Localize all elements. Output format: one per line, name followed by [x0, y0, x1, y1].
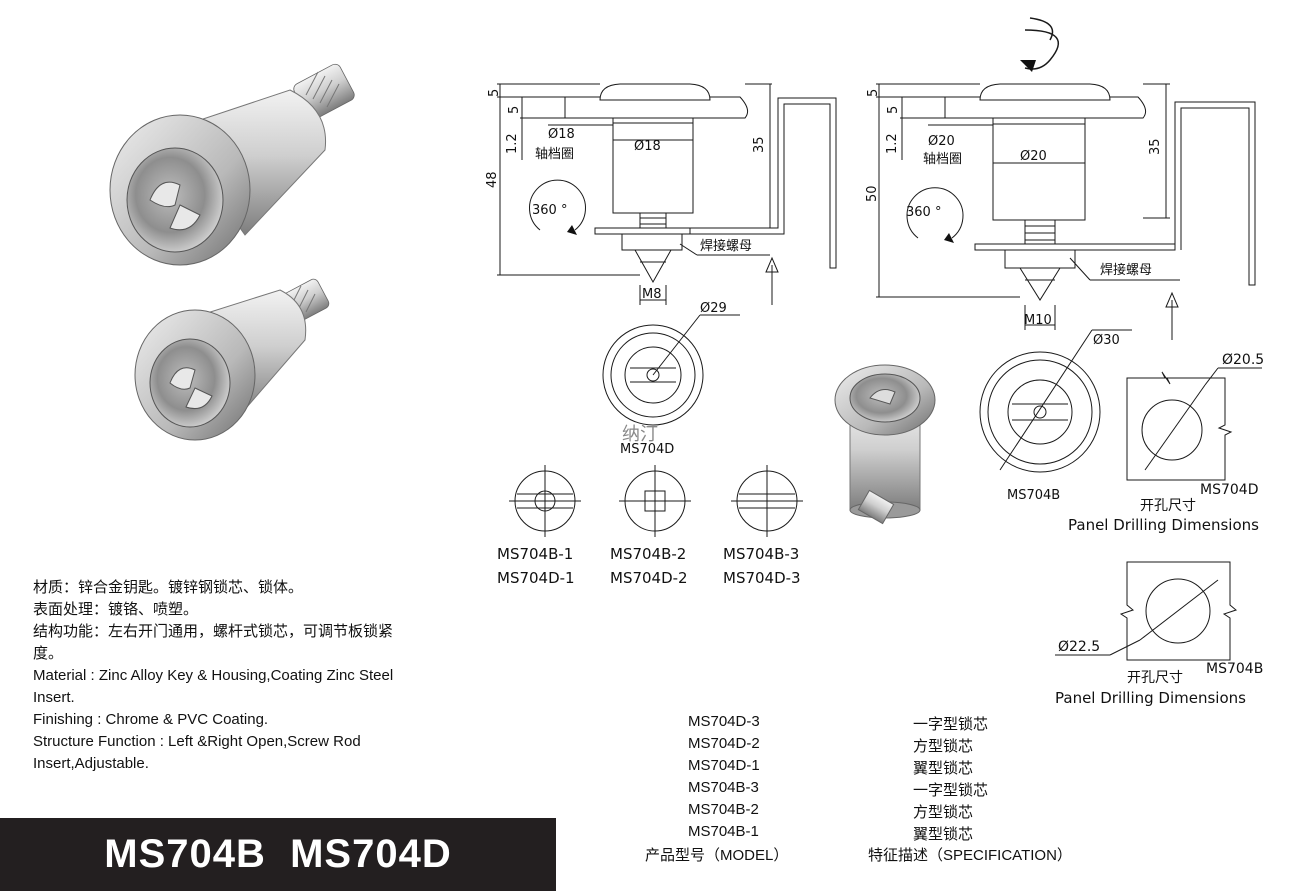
dim-35: 35 — [1148, 138, 1163, 155]
thread-stud — [857, 489, 895, 525]
panel-drilling-ms704d-drawing — [1126, 367, 1262, 481]
spec-model: MS704D-2 — [688, 735, 760, 752]
panel-drilling-ms704b-drawing — [1055, 561, 1238, 661]
dim-48: 48 — [485, 171, 500, 188]
dim-5: 5 — [507, 106, 522, 114]
face-model: MS704B — [1007, 488, 1060, 503]
weld-nut-label: 焊接螺母 — [700, 238, 752, 254]
product-photo-large — [109, 63, 355, 266]
rotation-arrow-icon — [529, 179, 586, 231]
dim-50: 50 — [865, 185, 880, 202]
spec-header-description: 特征描述（SPECIFICATION） — [868, 847, 1072, 864]
ring-label: 轴档圈 — [923, 152, 962, 167]
drawing-labels-left: 5 5 1.2 48 35 Ø18 轴档圈 Ø18 360 ° 焊接螺母 M8 … — [485, 89, 767, 457]
spec-model: MS704B-3 — [688, 779, 759, 796]
body-diameter: Ø18 — [634, 139, 661, 154]
core-variant-3-drawing — [731, 465, 803, 537]
dim-5-top: 5 — [487, 89, 502, 97]
rotation-label: 360 ° — [906, 205, 941, 220]
description-block: 材质：锌合金钥匙。镀锌钢锁芯、锁体。 表面处理：镀铬、喷塑。 结构功能：左右开门… — [33, 577, 393, 775]
description-en-line: Insert,Adjustable. — [33, 755, 149, 772]
drilling-1-label-cn: 开孔尺寸 — [1140, 498, 1196, 514]
key-face-view — [602, 314, 740, 426]
spec-description: 方型锁芯 — [913, 804, 974, 821]
drilling-2-label-en: Panel Drilling Dimensions — [1055, 689, 1246, 707]
core-1-bottom: MS704D-1 — [497, 569, 575, 587]
ring-diameter: Ø18 — [548, 127, 575, 142]
ring-label: 轴档圈 — [535, 147, 574, 162]
core-1-top: MS704B-1 — [497, 545, 573, 563]
title-bar — [0, 818, 556, 891]
core-3-bottom: MS704D-3 — [723, 569, 801, 587]
drilling-1-model: MS704D — [1200, 482, 1258, 498]
description-cn-line: 度。 — [33, 645, 64, 662]
technical-drawing-ms704b — [876, 17, 1262, 661]
thread-size: M8 — [642, 287, 662, 302]
product-title: MS704B MS704D — [104, 832, 452, 876]
face-model: MS704D — [620, 442, 674, 457]
drilling-1-label-en: Panel Drilling Dimensions — [1068, 516, 1259, 534]
body-diameter: Ø20 — [1020, 149, 1047, 164]
core-2-bottom: MS704D-2 — [610, 569, 688, 587]
drilling-1-diameter: Ø20.5 — [1222, 352, 1264, 368]
drawing-labels-right: 5 5 1.2 50 35 Ø20 轴档圈 Ø20 360 ° 焊接螺母 M10… — [865, 89, 1163, 503]
ring-diameter: Ø20 — [928, 134, 955, 149]
dim-1-2: 1.2 — [505, 133, 520, 154]
dim-5: 5 — [886, 106, 901, 114]
spec-description: 方型锁芯 — [913, 738, 974, 755]
description-en-line: Material : Zinc Alloy Key & Housing,Coat… — [33, 667, 394, 684]
spec-description: 翼型锁芯 — [913, 760, 974, 777]
face-diameter: Ø30 — [1093, 333, 1120, 348]
product-photo-side — [834, 364, 936, 525]
dim-5-top: 5 — [866, 89, 881, 97]
rotation-label: 360 ° — [532, 203, 567, 218]
spec-model: MS704D-3 — [688, 713, 760, 730]
description-en-line: Finishing : Chrome & PVC Coating. — [33, 711, 269, 728]
description-cn-line: 结构功能：左右开门通用，螺杆式锁芯，可调节板锁紧 — [33, 623, 394, 640]
core-variant-labels: MS704B-1 MS704D-1 MS704B-2 MS704D-2 MS70… — [497, 545, 801, 587]
description-cn-line: 表面处理：镀铬、喷塑。 — [33, 601, 199, 618]
rotation-arrow-icon — [906, 187, 964, 239]
core-2-top: MS704B-2 — [610, 545, 686, 563]
face-diameter: Ø29 — [700, 301, 727, 316]
spec-header-model: 产品型号（MODEL） — [645, 847, 789, 864]
drilling-labels: Ø20.5 MS704D 开孔尺寸 Panel Drilling Dimensi… — [1055, 352, 1264, 707]
core-3-top: MS704B-3 — [723, 545, 799, 563]
spec-model: MS704D-1 — [688, 757, 760, 774]
key-face-view — [979, 329, 1132, 473]
spec-model: MS704B-2 — [688, 801, 759, 818]
spec-model-column: MS704D-3 MS704D-2 MS704D-1 MS704B-3 MS70… — [688, 713, 798, 845]
thread-size: M10 — [1024, 313, 1052, 328]
rotate-direction-icon — [1024, 29, 1060, 70]
watermark: 纳汀 — [622, 424, 658, 445]
spec-description: 翼型锁芯 — [913, 826, 974, 843]
drilling-2-label-cn: 开孔尺寸 — [1127, 670, 1183, 686]
spec-description-column: 一字型锁芯 方型锁芯 翼型锁芯 一字型锁芯 方型锁芯 翼型锁芯 — [913, 713, 1023, 845]
dim-35: 35 — [752, 136, 767, 153]
drilling-2-diameter: Ø22.5 — [1058, 639, 1100, 655]
drilling-2-model: MS704B — [1206, 661, 1263, 677]
spec-model: MS704B-1 — [688, 823, 759, 840]
description-en-line: Insert. — [33, 689, 75, 706]
description-cn-line: 材质：锌合金钥匙。镀锌钢锁芯、锁体。 — [33, 579, 304, 596]
description-en-line: Structure Function : Left &Right Open,Sc… — [33, 733, 361, 750]
spec-description: 一字型锁芯 — [913, 716, 989, 733]
dim-1-2: 1.2 — [885, 133, 900, 154]
product-photo-small — [134, 278, 330, 441]
weld-nut-label: 焊接螺母 — [1100, 262, 1152, 278]
spec-description: 一字型锁芯 — [913, 782, 989, 799]
core-variant-2-drawing — [619, 465, 691, 537]
technical-drawing-ms704d — [497, 83, 837, 537]
core-variant-1-drawing — [509, 465, 581, 537]
